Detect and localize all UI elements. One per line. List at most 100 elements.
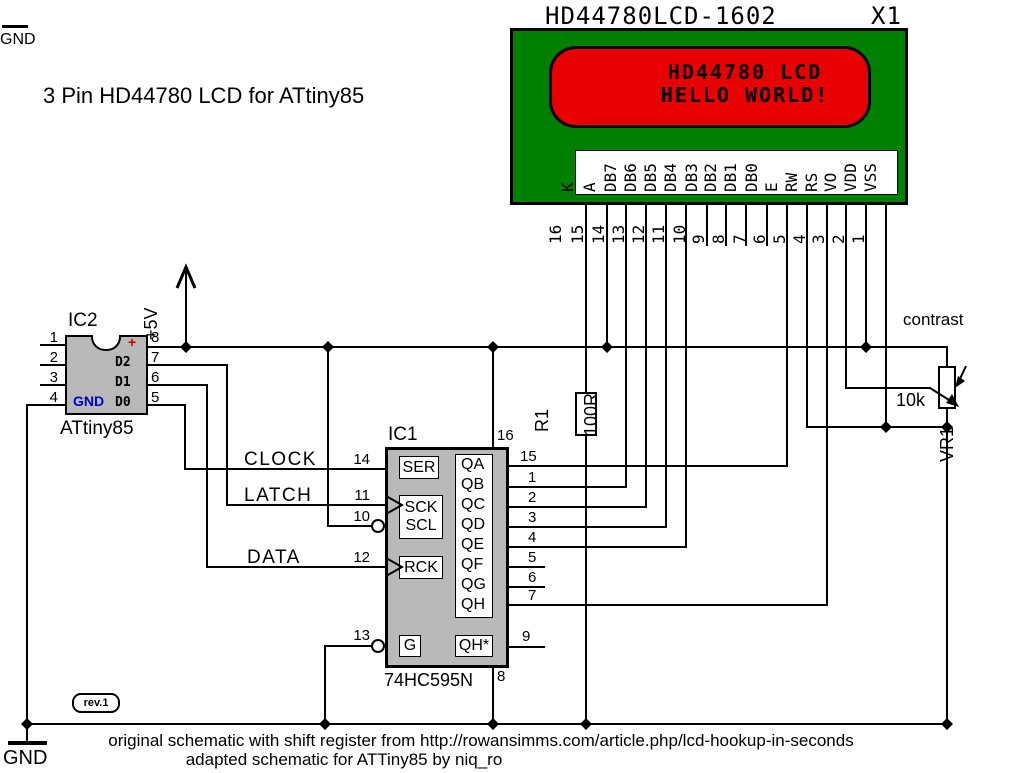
mcu-pin-number: 8 (151, 329, 160, 346)
mcu-pin-number: 5 (151, 389, 160, 406)
pin-label-ser: SER (402, 458, 436, 476)
pin-label-scl: SCL (405, 517, 437, 534)
lcd-pin-number: 5 (770, 234, 789, 244)
lcd-pin-number: 14 (589, 224, 608, 244)
mcu-pin-label-d0: D0 (115, 395, 131, 410)
sr-pin-number: 6 (528, 569, 537, 586)
footer-line2: adapted schematic for ATTiny85 by niq_ro (185, 750, 503, 769)
resistor-body (575, 392, 597, 436)
sr-pin-number: 11 (354, 487, 370, 504)
sr-pin-number: 3 (528, 509, 537, 526)
mcu-pin-number: 2 (49, 349, 58, 366)
page-title: 3 Pin HD44780 LCD for ATtiny85 (43, 83, 365, 108)
signal-label-latch: LATCH (244, 485, 313, 506)
vcc-arrowhead (175, 263, 197, 289)
mcu-plus-mark: + (128, 334, 137, 350)
lcd-pin-number: 16 (546, 224, 565, 244)
potentiometer-value: 10k (896, 390, 926, 410)
lcd-pin-number: 12 (629, 224, 648, 244)
mcu-pin-label-d1: D1 (115, 375, 131, 390)
gnd-label-bottom: GND (3, 747, 48, 769)
sr-pin-number: 15 (520, 448, 537, 465)
lcd-pin-number: 1 (849, 234, 868, 244)
gnd-label-top: GND (0, 31, 36, 48)
lcd-pin-number: 11 (649, 224, 668, 244)
lcd-pin-name: DB6 (621, 163, 640, 192)
lcd-pin-number: 10 (670, 224, 689, 244)
pinbox-rck: RCK (399, 556, 443, 579)
sr-pin-number: 5 (528, 549, 537, 566)
lcd-pin-name: VO (821, 172, 840, 192)
pinbox-g: G (399, 635, 421, 657)
sr-pin-number: 2 (528, 489, 537, 506)
lcd-display-line2: HELLO WORLD! (660, 83, 830, 107)
pin-label-qh-star: QH* (458, 637, 490, 654)
mcu-pin-label-gnd: GND (73, 393, 105, 409)
pin-label-qb: QB (461, 476, 485, 493)
lcd-part-label: HD44780LCD-1602 (545, 2, 777, 30)
mcu-body: + D2 D1 D0 GND (65, 334, 148, 415)
sr-pin-number: 1 (528, 469, 537, 486)
lcd-pin-strip (575, 150, 898, 195)
contrast-label: contrast (903, 310, 964, 329)
lcd-pin-number: 2 (829, 234, 848, 244)
lcd-display-text: HD44780 LCD HELLO WORLD! (600, 61, 890, 107)
sr-pin-number: 12 (353, 549, 370, 566)
mcu-pin-label-d2: D2 (115, 355, 131, 370)
pin-label-qa: QA (461, 456, 485, 473)
resistor-value: 100R (581, 392, 601, 436)
lcd-pin-name: RW (782, 172, 801, 192)
lcd-pin-name: A (580, 182, 599, 192)
shift-register-gnd-pin: 8 (497, 668, 506, 685)
pinbox-outputs: QA QB QC QD QE QF QG QH (455, 454, 493, 618)
shift-register-part-name: 74HC595N (384, 670, 474, 690)
mcu-notch (91, 335, 121, 351)
lcd-pin-number: 9 (689, 234, 708, 244)
pin-label-qc: QC (461, 496, 485, 513)
gnd-bar-bottom (8, 741, 47, 745)
pin-label-qe: QE (461, 536, 485, 553)
lcd-pin-name: K (558, 182, 577, 192)
lcd-pin-name: VDD (841, 163, 860, 192)
sr-pin-number: 13 (353, 627, 370, 644)
lcd-pin-number: 15 (568, 224, 587, 244)
mcu-pin-number: 1 (49, 329, 58, 346)
pinbox-sck-scl: SCK SCL (399, 495, 443, 539)
mcu-pin-number: 7 (151, 349, 160, 366)
mcu-pin-number: 4 (49, 389, 58, 406)
lcd-pin-name: RS (802, 172, 821, 192)
pin-label-qf: QF (461, 556, 484, 573)
lcd-pin-name: DB7 (601, 163, 620, 192)
signal-label-clock: CLOCK (244, 449, 317, 470)
sr-pin-number: 9 (522, 628, 531, 645)
revision-badge: rev.1 (72, 693, 120, 713)
pin-label-qd: QD (461, 516, 485, 533)
pin-label-g: G (403, 637, 417, 654)
revision-text: rev.1 (83, 697, 109, 709)
lcd-pin-number: 8 (709, 234, 728, 244)
pin-label-qh: QH (461, 596, 485, 613)
lcd-pin-name: DB2 (701, 163, 720, 192)
pinbox-ser: SER (399, 456, 439, 479)
lcd-pin-name: E (762, 182, 781, 192)
lcd-pin-number: 13 (609, 224, 628, 244)
sr-pin-number: 4 (528, 529, 537, 546)
lcd-display-line1: HD44780 LCD (667, 60, 823, 84)
pin-label-qg: QG (461, 576, 486, 593)
pin-label-rck: RCK (404, 558, 438, 576)
lcd-pin-name: DB4 (661, 163, 680, 192)
lcd-pin-name: DB0 (742, 163, 761, 192)
sr-pin-number: 10 (353, 508, 370, 525)
lcd-pin-number: 4 (790, 234, 809, 244)
sr-pin-number: 14 (353, 451, 370, 468)
lcd-pin-name: DB3 (682, 163, 701, 192)
mcu-designator: IC2 (68, 310, 98, 331)
lcd-pin-number: 6 (750, 234, 769, 244)
footer-line1: original schematic with shift register f… (108, 731, 854, 750)
mcu-pin-number: 6 (151, 369, 160, 386)
potentiometer-body (938, 366, 956, 409)
lcd-pin-name: VSS (861, 163, 880, 192)
lcd-pin-name: DB5 (641, 163, 660, 192)
lcd-pin-number: 3 (809, 234, 828, 244)
